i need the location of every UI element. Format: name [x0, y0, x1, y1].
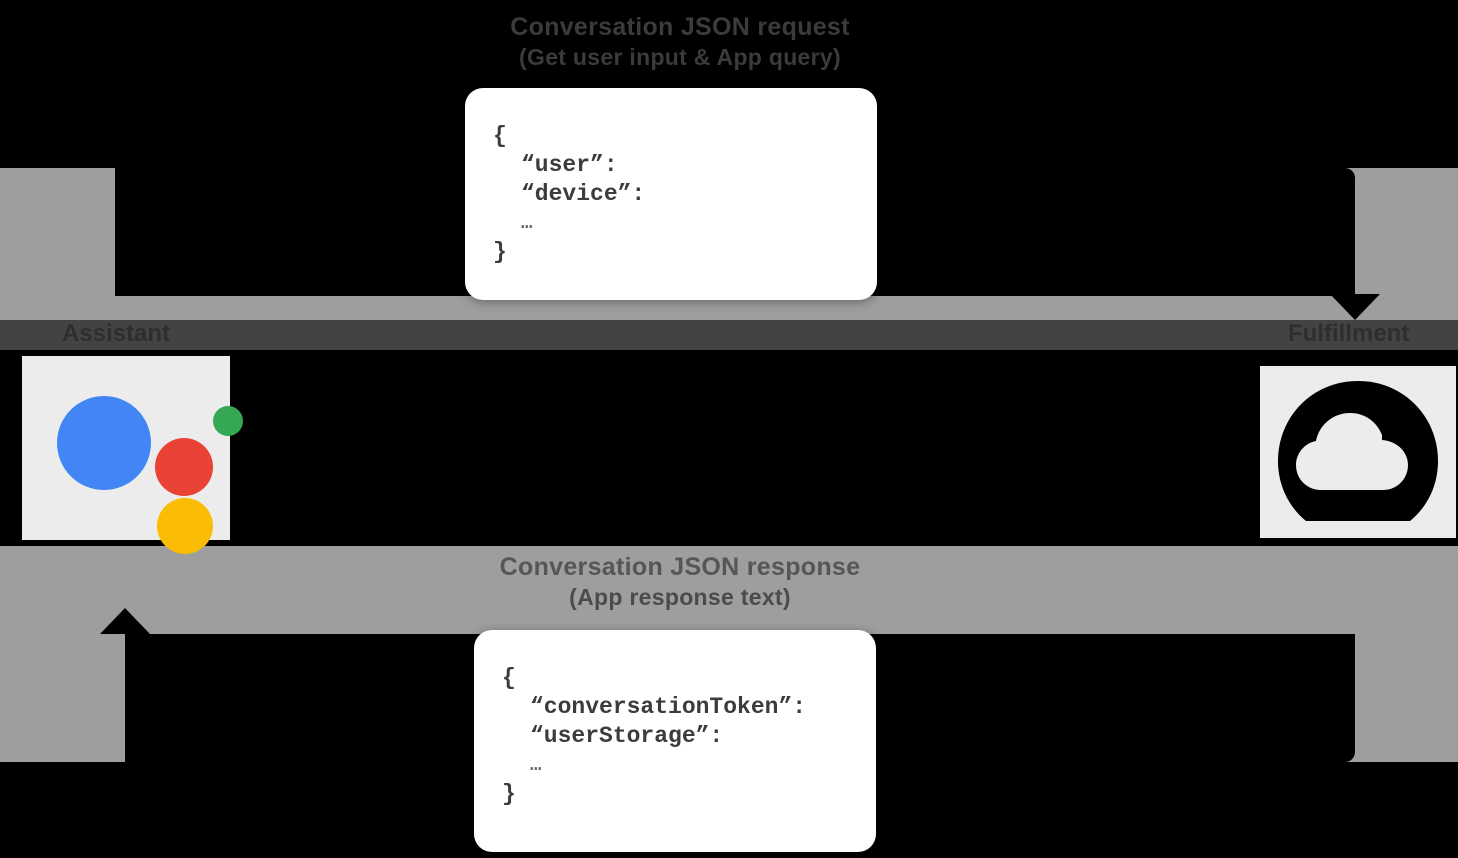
google-assistant-icon [41, 378, 243, 554]
request-flow-label: Conversation JSON request (Get user inpu… [380, 12, 980, 72]
response-flow-subtitle: (App response text) [569, 584, 791, 610]
json-key-device: “device”: [521, 181, 646, 207]
fulfillment-node-label: Fulfillment [1288, 320, 1410, 347]
request-json-card: { “user”: “device”: … } [465, 88, 877, 300]
response-flow-title: Conversation JSON response [499, 553, 861, 581]
json-close-brace: } [493, 239, 507, 265]
assistant-dot-yellow-icon [157, 498, 213, 554]
response-flow-label: Conversation JSON response (App response… [380, 552, 980, 612]
json-open-brace: { [502, 665, 516, 691]
request-flow-title: Conversation JSON request [510, 13, 850, 41]
request-flow-subtitle: (Get user input & App query) [519, 44, 841, 70]
json-ellipsis: … [521, 212, 533, 234]
json-key-user-storage: “userStorage”: [530, 723, 724, 749]
assistant-dot-green-icon [213, 406, 243, 436]
response-arrow-head-icon [100, 608, 150, 634]
assistant-dot-red-icon [155, 438, 213, 496]
response-json-card: { “conversationToken”: “userStorage”: … … [474, 630, 876, 852]
assistant-dot-blue-icon [57, 396, 151, 490]
json-key-conversation-token: “conversationToken”: [530, 694, 807, 720]
cloud-icon [1273, 377, 1443, 527]
assistant-node-label: Assistant [62, 320, 171, 347]
json-close-brace: } [502, 781, 516, 807]
json-open-brace: { [493, 123, 507, 149]
assistant-node[interactable] [22, 356, 243, 554]
mid-divider-strip [0, 320, 1458, 350]
json-key-user: “user”: [521, 152, 618, 178]
fulfillment-node[interactable] [1260, 366, 1456, 538]
request-arrow-head-icon [1330, 294, 1380, 320]
json-ellipsis: … [530, 754, 542, 776]
